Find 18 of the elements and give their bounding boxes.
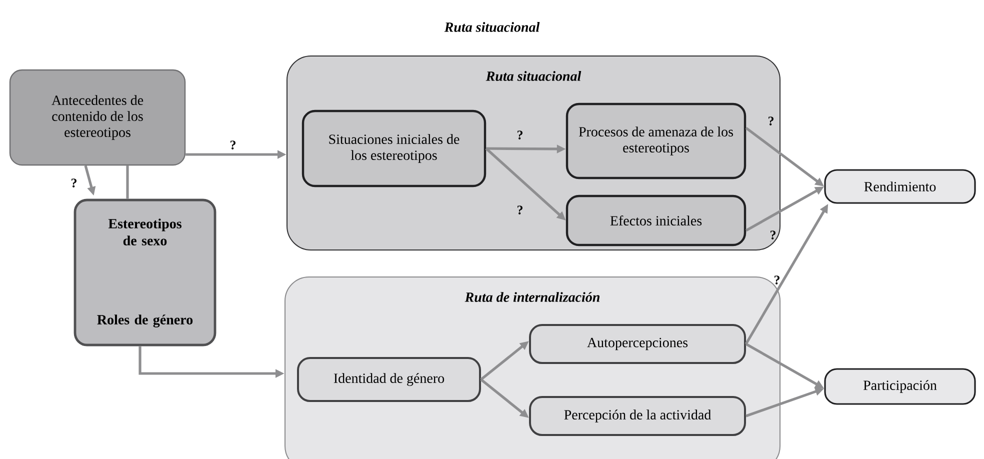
process-box: Autopercepciones (529, 324, 746, 364)
outcome-box: Participación (824, 368, 976, 405)
process-box: Antecedentes de contenido de los estereotipos (9, 69, 186, 166)
process-box: Procesos de amenaza de los estereotipos (566, 102, 746, 180)
edge-label: ? (72, 178, 76, 188)
process-box: Percepción de la actividad (529, 396, 746, 436)
edge-label: ? (518, 206, 522, 214)
outcome-box: Rendimiento (824, 169, 976, 204)
edge-label: ? (518, 130, 522, 140)
process-box: Identidad de género (297, 357, 481, 402)
edge-label: ? (770, 230, 776, 240)
title: Ruta situacional (444, 22, 540, 32)
process-box: Efectos iniciales (566, 194, 746, 246)
edge-label: ? (230, 140, 236, 150)
edge-label: ? (768, 116, 774, 126)
process-box: Situaciones iniciales de los estereotipos (302, 110, 486, 188)
process-box: Estereotipos de sexo Roles de género (74, 198, 216, 346)
edge-label: ? (774, 276, 780, 284)
